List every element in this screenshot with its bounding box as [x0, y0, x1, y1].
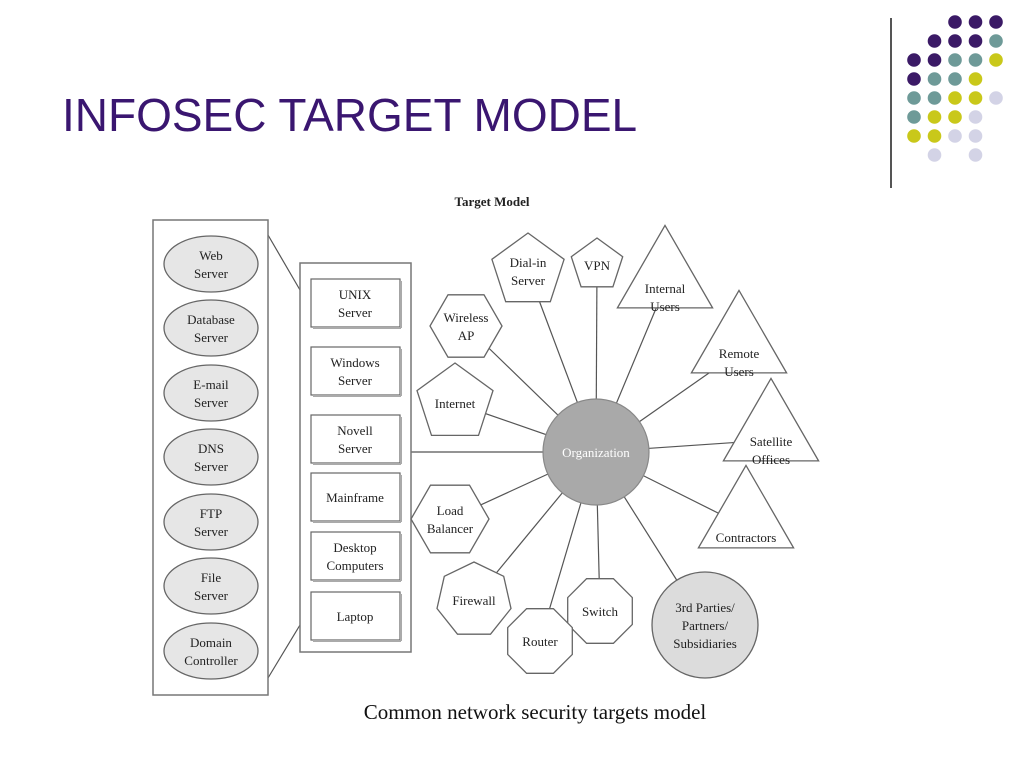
system-box-windows-server: [310, 346, 401, 396]
target-node-dial-in-server: [491, 232, 565, 303]
organization-node: Organization: [542, 398, 650, 506]
target-label-firewall: Firewall: [452, 593, 496, 608]
target-label-switch: Switch: [582, 604, 619, 619]
system-box-mainframe: [310, 472, 401, 522]
title-divider: [890, 18, 892, 188]
server-node-web-server: [163, 235, 259, 293]
server-node-database-server: [163, 299, 259, 357]
target-node-wireless-ap: [429, 294, 503, 358]
system-box-laptop: [310, 591, 401, 641]
organization-circle: [542, 398, 650, 506]
server-node-ftp-server: [163, 493, 259, 551]
target-node-contractors: [697, 464, 795, 549]
diagram-title: Target Model: [455, 194, 530, 209]
server-node-dns-server: [163, 428, 259, 486]
system-box-novell-server: [310, 414, 401, 464]
organization-label: Organization: [562, 445, 630, 460]
server-node-file-server: [163, 557, 259, 615]
target-label-internet: Internet: [435, 396, 476, 411]
panel-connector: [267, 624, 301, 679]
target-node-satellite-offices: [722, 377, 820, 462]
system-box-unix-server: [310, 278, 401, 328]
target-node-vpn: [570, 237, 624, 288]
slide-title: INFOSEC TARGET MODEL: [62, 89, 638, 141]
target-label-vpn: VPN: [584, 258, 611, 273]
target-node-internal-users: [616, 224, 714, 309]
target-node-3rd-parties-partners-subsidiaries: [651, 571, 759, 679]
system-box-desktop-computers: [310, 531, 401, 581]
target-node-internet: [416, 362, 494, 437]
target-label-contractors: Contractors: [716, 530, 777, 545]
system-label-laptop: Laptop: [337, 609, 374, 624]
server-node-e-mail-server: [163, 364, 259, 422]
target-node-load-balancer: [410, 484, 490, 554]
target-label-3rd-parties-partners-subsidiaries: 3rd Parties/Partners/Subsidiaries: [673, 600, 737, 651]
target-node-remote-users: [690, 289, 788, 374]
target-node-router: [507, 608, 573, 674]
system-label-mainframe: Mainframe: [326, 490, 384, 505]
target-label-router: Router: [522, 634, 558, 649]
figure-caption: Common network security targets model: [363, 700, 707, 724]
target-node-switch: [567, 578, 633, 644]
panel-connector: [267, 234, 301, 291]
target-node-firewall: [436, 561, 512, 635]
server-node-domain-controller: [163, 622, 259, 680]
